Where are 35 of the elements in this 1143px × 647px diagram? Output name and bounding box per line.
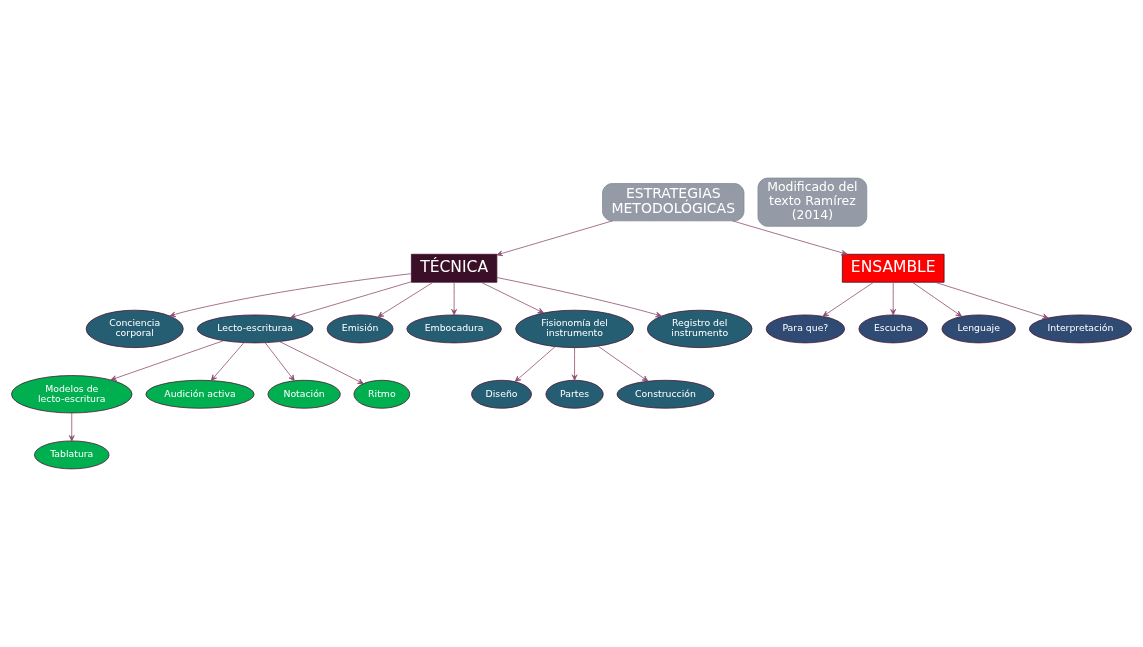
arrow [934,281,1049,320]
arrow [68,412,75,442]
arrow [890,282,897,316]
arrow [264,342,295,382]
arrow [110,340,225,381]
node-ellipse: Escucha [858,314,928,344]
arrow [571,347,578,381]
node-box: ENSAMBLE [841,253,945,283]
node-ellipse: Diseño [471,379,532,409]
arrow [597,345,649,382]
arrow [496,277,662,318]
node-ellipse: Partes [545,379,604,409]
arrow [514,346,556,382]
arrow [822,281,874,317]
node-ellipse: Lenguaje [941,314,1016,344]
arrow [290,281,412,319]
node-box: Modificado del texto Ramírez (2014) [757,177,868,227]
arrow [451,282,457,316]
node-ellipse: Emisión [326,314,394,344]
arrow [912,281,962,317]
node-box: TÉCNICA [411,253,498,283]
arrow [279,341,364,385]
arrow [496,220,613,257]
node-ellipse: Construcción [616,379,715,409]
node-box: ESTRATEGIAS METODOLÓGICAS [602,183,745,222]
arrow [169,273,412,318]
arrow [732,220,848,256]
node-ellipse: Audición activa [145,379,255,409]
node-ellipse: Embocadura [406,314,502,344]
arrow [210,342,245,381]
arrow [377,281,434,318]
node-ellipse: Notación [267,379,341,409]
node-ellipse: Tablatura [34,440,110,470]
arrow [480,281,544,314]
node-ellipse: Para que? [765,314,845,344]
